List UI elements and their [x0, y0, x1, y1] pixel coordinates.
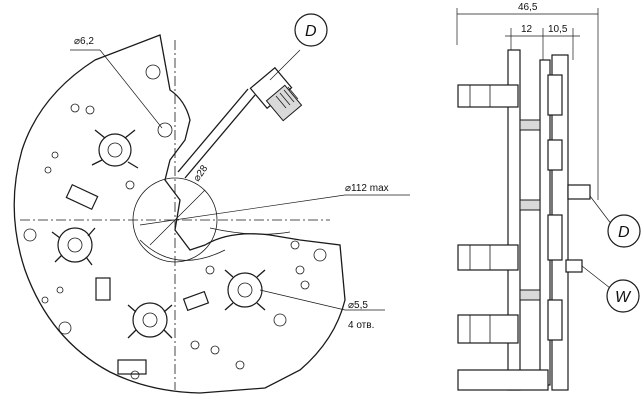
terminal-w: [565, 259, 583, 273]
diode-left: [51, 227, 96, 266]
dim-line: [149, 189, 206, 246]
dim-mount-count-label: 4 отв.: [348, 320, 374, 331]
resistor-block: [182, 290, 210, 312]
front-view: ⌀6,2 ⌀28 ⌀112 max ⌀5,5 4 отв. D: [13, 13, 410, 394]
diode-stud: [457, 314, 519, 344]
diode-lower: [127, 302, 173, 339]
leader-line: [269, 49, 301, 81]
diode-right: [224, 269, 266, 311]
terminal-body: [547, 299, 563, 341]
terminal-body: [547, 139, 563, 171]
leader-line: [581, 265, 611, 289]
cutout-edge: [209, 227, 291, 235]
dim-width-b: 10,5: [548, 24, 568, 35]
terminal-body: [547, 74, 563, 116]
dim-mount-hole-label: ⌀5,5: [348, 300, 368, 311]
diode-stud: [457, 84, 519, 108]
resistor-block: [65, 183, 99, 211]
spacer: [519, 289, 541, 301]
callout-circle-w: [606, 279, 640, 313]
resistor-block: [117, 359, 147, 375]
diode-stud: [457, 244, 519, 271]
spacer: [519, 119, 541, 131]
base-plate: [457, 369, 549, 391]
callout-w: W: [615, 289, 632, 306]
callout-d-side: D: [618, 224, 630, 241]
callout-circle-d: [607, 214, 641, 248]
dim-line: [259, 289, 346, 311]
dim-line: [139, 194, 346, 226]
dim-hole-label: ⌀6,2: [74, 36, 94, 47]
mounting-holes: [23, 64, 327, 380]
dim-total-width: 46,5: [518, 2, 538, 13]
connector-d-side: [567, 184, 591, 200]
central-bore: [132, 177, 218, 263]
leader-line: [589, 195, 613, 226]
callout-circle-d: [294, 13, 328, 47]
dim-width-a: 12: [521, 24, 533, 35]
plate-outline: [13, 34, 346, 394]
connector-d-front: [177, 66, 303, 179]
cutout-edge: [139, 239, 226, 261]
dim-line: [99, 49, 163, 129]
terminal-body: [547, 214, 563, 261]
resistor-block: [95, 277, 111, 301]
callout-d-front: D: [305, 23, 317, 40]
dim-outer-label: ⌀112 max: [345, 183, 389, 194]
side-view: 46,5 12 10,5: [456, 2, 641, 391]
spacer: [519, 199, 541, 211]
diode-upper: [91, 129, 139, 169]
